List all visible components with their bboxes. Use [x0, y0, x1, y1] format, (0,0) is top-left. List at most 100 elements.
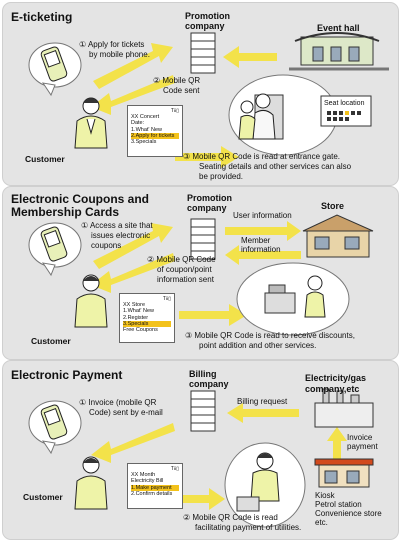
event-hall-label: Event hall: [317, 23, 360, 33]
kiosk-line3: Convenience store: [315, 509, 382, 518]
event-hall-icon: [289, 32, 389, 71]
kiosk-line2: Petrol station: [315, 500, 362, 509]
panel-title: Electronic Payment: [11, 368, 123, 382]
step2-line2: facilitating payment of utilities.: [195, 523, 302, 532]
gate-scene: [238, 93, 284, 140]
step2-line1: ② Mobile QR: [153, 76, 201, 85]
arrow-apply: [93, 43, 173, 89]
customer-label: Customer: [23, 492, 63, 502]
mobile-phone-icon: [40, 46, 68, 82]
power-plant-icon: [314, 388, 374, 428]
step3-line2: Seating details and other services can a…: [199, 162, 352, 171]
step1-line1: ① Apply for tickets: [79, 40, 145, 49]
electricity-label-line1: Electricity/gas: [305, 373, 367, 383]
coupons-illustration: [28, 214, 374, 336]
step1-line3: coupons: [91, 241, 122, 250]
step2-line1: ② Mobile QR Code: [147, 255, 216, 264]
eticketing-panel: E-ticketing Promotion company Event hall…: [2, 2, 399, 186]
arrow-hall-to-promo: [223, 46, 277, 68]
panel-title: E-ticketing: [11, 10, 73, 24]
phone-screen: Tⅱ▯ XX Store 1.What' New 2.Register 3.Sp…: [119, 293, 175, 343]
step2-line1: ② Mobile QR Code is read: [183, 513, 278, 522]
phone-line: 1.What' New: [131, 126, 163, 133]
promotion-building-icon: [190, 32, 216, 74]
billing-request-label: Billing request: [237, 397, 288, 406]
arrow-to-kiosk: [175, 488, 225, 510]
user-info-label: User information: [233, 211, 292, 220]
promotion-label-line1: Promotion: [187, 193, 232, 203]
store-label: Store: [321, 201, 345, 211]
electricity-label-line2: company,etc: [305, 384, 360, 394]
customer-figure: [74, 274, 108, 328]
phone-line-selected: 3.Specials: [123, 320, 171, 328]
customer-label: Customer: [31, 336, 71, 346]
seat-location-label: Seat location: [324, 100, 365, 107]
kiosk-line1: Kiosk: [315, 491, 335, 500]
phone-line: XX Concert: [131, 114, 160, 121]
mobile-phone-icon: [40, 226, 68, 262]
payment-panel: Electronic Payment Billing company Elect…: [2, 360, 399, 540]
arrow-access-site: [93, 223, 173, 269]
phone-line: Date:: [131, 120, 145, 127]
step3-line3: be provided.: [199, 172, 244, 181]
arrow-to-store: [179, 304, 247, 326]
phone-line: Electricity Bill: [131, 478, 164, 485]
coupons-panel: Electronic Coupons and Membership Cards …: [2, 186, 399, 360]
promotion-building-icon: [190, 218, 216, 260]
arrow-to-gate: [175, 146, 239, 168]
promotion-label-line2: company: [187, 203, 227, 213]
phone-line: 2.Confirm details: [131, 490, 173, 497]
customer-figure: [74, 97, 108, 149]
phone-screen: Tⅱ▯ XX Concert Date: 1.What' New 2.Apply…: [127, 105, 183, 157]
step1-line2: by mobile phone.: [89, 50, 150, 59]
step1-line2: issues electronic: [91, 231, 151, 240]
member-info-line1: Member: [241, 236, 271, 245]
phone-line-selected: 1.Make payment: [131, 484, 179, 491]
step1-line1: ① Invoice (mobile QR: [79, 398, 157, 407]
arrow-coupon-sent: [91, 253, 175, 293]
panel-title-line2: Membership Cards: [11, 205, 120, 219]
payment-illustration: [28, 388, 374, 528]
invoice-payment-line1: Invoice: [347, 433, 373, 442]
billing-label-line2: company: [189, 379, 229, 389]
arrow-invoice-payment: [327, 427, 347, 463]
customer-label: Customer: [25, 154, 65, 164]
billing-building-icon: [190, 390, 216, 432]
convenience-store-icon: [314, 458, 374, 488]
promotion-label-line1: Promotion: [185, 11, 230, 21]
seat-grid: [327, 111, 361, 121]
phone-line: 3.Specials: [131, 139, 157, 146]
signal-icon: Tⅱ▯: [170, 466, 179, 472]
step1-line1: ① Access a site that: [81, 221, 153, 230]
customer-figure: [74, 456, 108, 510]
cash-register-scene: [264, 275, 326, 318]
step2-line2: of coupon/point: [157, 265, 212, 274]
arrow-qr-sent: [91, 75, 175, 115]
phone-line: XX Store: [123, 302, 146, 309]
step3-line2: point addition and other services.: [199, 341, 317, 350]
signal-icon: Tⅱ▯: [162, 296, 171, 302]
arrow-invoice-sent: [91, 423, 175, 463]
arrow-member-info: [225, 245, 301, 265]
invoice-payment-line2: payment: [347, 442, 378, 451]
mobile-phone-icon: [40, 404, 68, 440]
arrow-billing-request: [227, 403, 299, 423]
phone-line: 1.What' New: [123, 308, 155, 315]
phone-screen: Tⅱ▯ XX Month Electricity Bill 1.Make pay…: [127, 463, 183, 509]
phone-line-selected: 2.Apply for tickets: [131, 132, 179, 140]
member-info-line2: information: [241, 245, 281, 254]
step2-line3: information sent: [157, 275, 214, 284]
eticketing-illustration: [28, 32, 389, 168]
billing-label-line1: Billing: [189, 369, 217, 379]
step1-line2: Code) sent by e-mail: [89, 408, 163, 417]
step3-line1: ③ Mobile QR Code is read at entrance gat…: [183, 152, 341, 161]
promotion-label-line2: company: [185, 21, 225, 31]
phone-line: 2.Register: [123, 314, 149, 321]
step3-line1: ③ Mobile QR Code is read to receive disc…: [185, 331, 355, 340]
phone-line: Free Coupons: [123, 327, 158, 334]
clerk-scene: [236, 452, 280, 512]
panel-title-line1: Electronic Coupons and: [11, 192, 150, 206]
signal-icon: Tⅱ▯: [170, 108, 179, 114]
step2-line2: Code sent: [163, 86, 200, 95]
kiosk-line4: etc.: [315, 518, 328, 527]
